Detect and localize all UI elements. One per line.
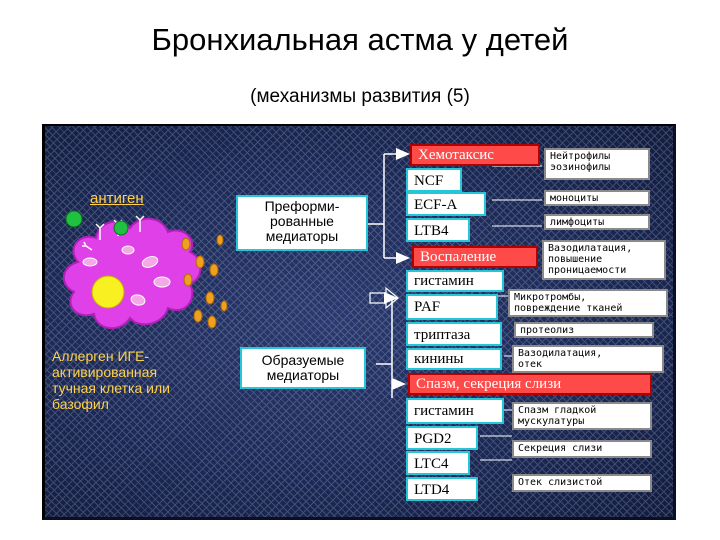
effect-monocytes: моноциты (544, 190, 650, 206)
effect-vasodilation-edema: Вазодилатация, отек (512, 345, 664, 373)
cell-caption-line: базофил (52, 396, 109, 412)
mediator-ltb4: LTB4 (406, 218, 470, 242)
mediator-ltd4: LTD4 (406, 477, 478, 501)
effect-mucus: Секреция слизи (512, 440, 652, 458)
mediator-paf: PAF (406, 294, 498, 320)
mediator-histamine-2: гистамин (406, 398, 504, 424)
preformed-line: рованные (270, 213, 334, 229)
cell-caption-line: активированная (52, 364, 158, 380)
mediator-histamine: гистамин (406, 270, 504, 292)
formed-line: медиаторы (266, 367, 340, 383)
cell-caption-line: тучная клетка или (52, 380, 170, 396)
antigen-label: антиген (90, 190, 144, 207)
mediator-ltc4: LTC4 (406, 451, 470, 475)
effect-lymphocytes: лимфоциты (544, 214, 650, 230)
released-granules (181, 234, 228, 329)
page-subtitle: (механизмы развития (5) (250, 86, 470, 107)
arrows (384, 148, 410, 390)
effect-line: Микротромбы, (514, 292, 587, 303)
cell-caption-line: Аллерген ИГЕ- (52, 348, 150, 364)
preformed-line: Преформи- (264, 198, 340, 214)
mediator-ecfa: ECF-A (406, 192, 486, 216)
effect-line: отек (518, 359, 543, 370)
preformed-mediators-box: Преформи- рованные медиаторы (236, 195, 368, 251)
mediator-kinins: кинины (406, 348, 502, 370)
effect-line: Нейтрофилы (550, 151, 611, 162)
mast-cell (63, 217, 202, 329)
formed-mediators-box: Образуемые медиаторы (240, 347, 366, 389)
effect-line: Вазодилатация, (518, 348, 603, 359)
effect-microthrombi: Микротромбы, повреждение тканей (508, 289, 668, 317)
connector-lines (368, 153, 396, 398)
effect-line: повреждение тканей (514, 303, 623, 314)
effect-line: Вазодилатация, (548, 243, 633, 254)
spasm-header: Спазм, секреция слизи (408, 373, 652, 395)
mediator-tryptase: триптаза (406, 322, 502, 346)
cell-nucleus (91, 275, 125, 309)
formed-line: Образуемые (261, 352, 345, 368)
effect-line: проницаемости (548, 265, 627, 276)
effect-neutrophils: Нейтрофилы эозинофилы (544, 148, 650, 180)
effect-line: повышение (548, 254, 603, 265)
mediator-pgd2: PGD2 (406, 426, 478, 450)
effect-smooth-muscle: Спазм гладкой мускулатуры (512, 402, 652, 430)
chemotaxis-header: Хемотаксис (410, 144, 540, 166)
inflammation-header: Воспаление (412, 246, 538, 268)
effect-proteolysis: протеолиз (514, 322, 654, 338)
effect-line: Спазм гладкой (518, 405, 597, 416)
effect-mucosa-edema: Отек слизистой (512, 474, 652, 492)
page-title: Бронхиальная астма у детей (151, 22, 569, 57)
effect-line: мускулатуры (518, 416, 585, 427)
cell-caption: Аллерген ИГЕ- активированная тучная клет… (52, 348, 170, 412)
antigen-particle (65, 210, 83, 228)
preformed-line: медиаторы (265, 228, 339, 244)
mediator-ncf: NCF (406, 168, 462, 192)
effect-vasodilation: Вазодилатация, повышение проницаемости (542, 240, 666, 280)
effect-line: эозинофилы (550, 162, 611, 173)
